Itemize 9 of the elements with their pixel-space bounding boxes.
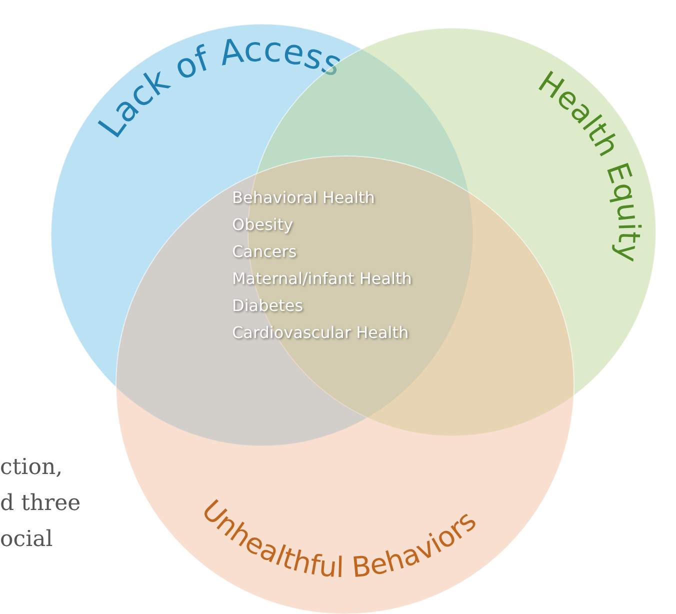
list-item: Cardiovascular Health: [232, 323, 409, 342]
list-item: Cancers: [232, 242, 297, 261]
list-item: Diabetes: [232, 296, 304, 315]
list-item: Obesity: [232, 215, 294, 234]
list-item: Behavioral Health: [232, 188, 375, 207]
body-text-fragment: ocial: [0, 527, 53, 552]
body-text-fragment: ction,: [0, 455, 63, 480]
body-text-fragment: d three: [0, 491, 81, 516]
list-item: Maternal/infant Health: [232, 269, 412, 288]
